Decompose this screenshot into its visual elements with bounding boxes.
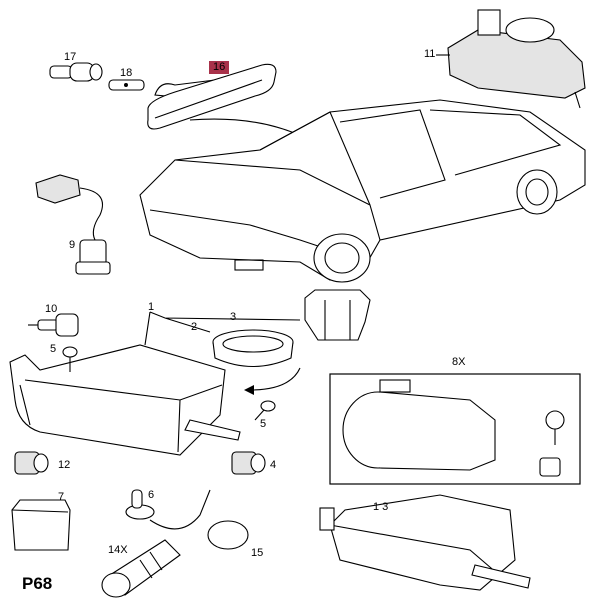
callout-8x: 8X <box>452 356 466 368</box>
part-5-screw-b <box>254 400 276 421</box>
callout-6: 6 <box>148 489 155 501</box>
callout-16-highlighted[interactable]: 16 <box>209 61 230 74</box>
part-11-lamp <box>436 9 586 109</box>
callout-10: 10 <box>45 303 58 315</box>
callout-15: 15 <box>251 547 264 559</box>
part-7-relay <box>11 499 71 551</box>
callout-1: 1 <box>148 301 155 313</box>
part-3-clip <box>304 289 371 341</box>
callout-11: 11 <box>424 48 436 60</box>
callout-7: 7 <box>58 491 65 503</box>
part-15-clamp <box>207 520 249 550</box>
part-8x-fog-lamp <box>342 379 565 477</box>
callout-17: 17 <box>64 51 77 63</box>
callout-14x: 14X <box>108 544 128 556</box>
part-17-bulb <box>49 62 103 82</box>
part-10-bulb <box>28 313 79 337</box>
part-9-connector <box>35 174 111 275</box>
part-5-screw-a <box>62 346 78 372</box>
callout-9: 9 <box>69 239 76 251</box>
part-13-fog-lamp <box>319 494 531 591</box>
callout-5-top: 5 <box>50 343 57 355</box>
callout-3: 3 <box>230 311 237 323</box>
part-16-side-repeater <box>147 63 277 130</box>
part-18-bulb <box>108 79 145 91</box>
part-14x-bulb <box>101 539 181 598</box>
car-illustration <box>139 99 586 283</box>
diagram-code: P68 <box>22 574 53 593</box>
part-6-bulb <box>125 489 211 530</box>
callout-13: 1 3 <box>373 501 389 513</box>
part-4-cap <box>231 451 266 475</box>
callout-2: 2 <box>191 321 198 333</box>
part-2-ring <box>212 329 294 367</box>
callout-12: 12 <box>58 459 71 471</box>
arrow-2-to-lamp <box>249 367 301 391</box>
part-12-cap <box>14 451 49 475</box>
callout-4: 4 <box>270 459 277 471</box>
callout-5-bottom: 5 <box>260 418 267 430</box>
part-1-fog-lamp <box>9 344 241 456</box>
callout-18: 18 <box>120 67 133 79</box>
